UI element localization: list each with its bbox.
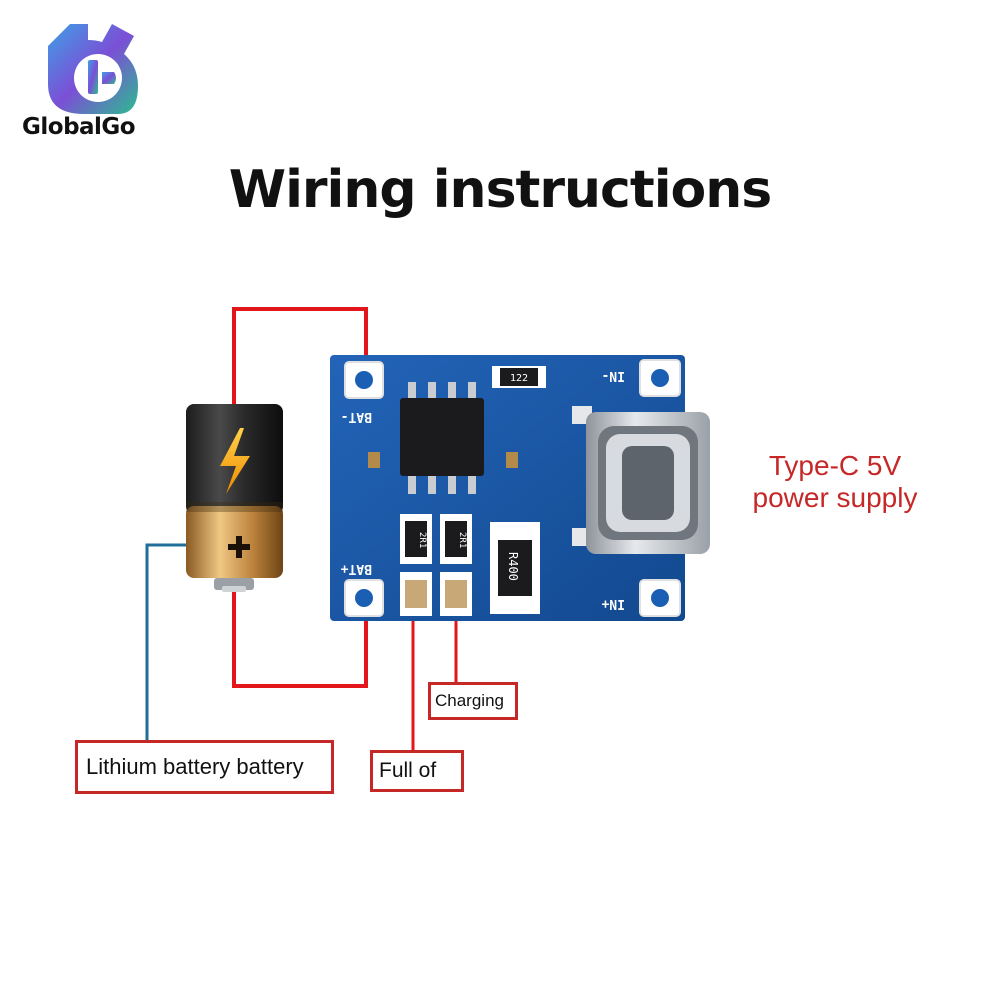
battery-wires: [232, 307, 368, 688]
leader-battery: [145, 543, 190, 742]
pad-label-in-plus: IN+: [601, 596, 625, 611]
status-leds: [400, 572, 472, 616]
wire-battery-negative: [232, 592, 368, 688]
charger-ic-chip: [400, 382, 484, 494]
charging-led-callout: Charging: [428, 682, 518, 720]
resistor-sense-label: R400: [506, 552, 520, 581]
resistor-led-2-label: 2R1: [457, 532, 467, 548]
plus-sign-icon: [228, 536, 250, 558]
power-label-line2: power supply: [752, 482, 918, 513]
usb-type-c-connector: [572, 406, 710, 554]
resistor-led-1-label: 2R1: [417, 532, 427, 548]
full-led-callout: Full of: [370, 750, 464, 792]
tp4056-charging-board: BAT- BAT+ IN- IN+ 122: [330, 355, 710, 621]
power-supply-label: Type-C 5V power supply: [700, 450, 970, 514]
page-title: Wiring instructions: [228, 160, 773, 220]
battery-icon: [186, 404, 283, 592]
battery-callout: Lithium battery battery: [75, 740, 334, 794]
pad-label-bat-plus: BAT+: [341, 561, 372, 576]
led-resistors: 2R1 2R1: [400, 514, 472, 564]
wire-battery-positive: [232, 307, 368, 408]
resistor-top-label: 122: [510, 373, 528, 384]
globalgo-logo-icon: [48, 24, 138, 114]
pad-label-bat-minus: BAT-: [341, 409, 372, 424]
pad-label-in-minus: IN-: [602, 368, 625, 383]
lightning-bolt-icon: [220, 428, 250, 494]
power-label-line1: Type-C 5V: [768, 450, 902, 481]
brand-name: GlobalGo: [22, 114, 136, 140]
